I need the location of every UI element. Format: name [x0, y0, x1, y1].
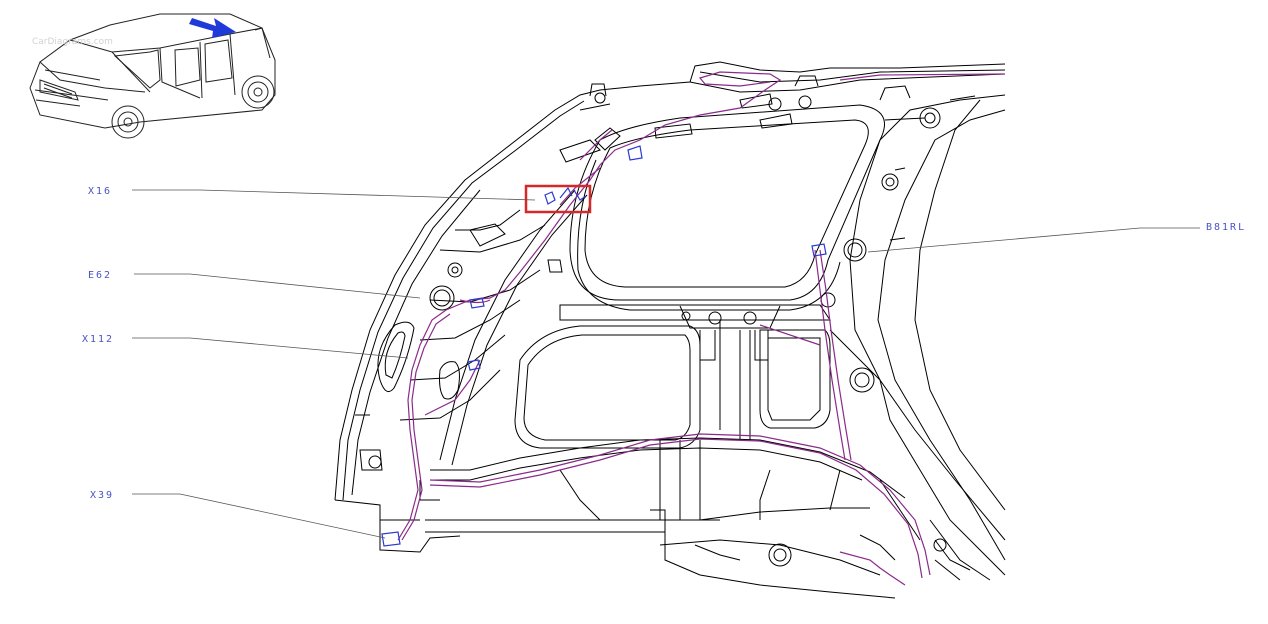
vehicle-thumbnail	[29, 13, 276, 139]
body-holes	[368, 92, 947, 567]
highlight-box	[524, 184, 592, 214]
connector-b81rl	[811, 243, 827, 257]
callout-lines	[132, 189, 1200, 539]
label-x39: X39	[90, 490, 114, 501]
label-b81rl: B81RL	[1206, 222, 1246, 233]
connector-x39	[381, 531, 401, 547]
leader-e62	[134, 273, 421, 299]
watermark: CarDiagrams.com	[32, 37, 113, 47]
connector-mid	[627, 145, 643, 161]
wiring-harness	[397, 71, 1006, 586]
connectors	[381, 145, 827, 547]
connector-e62	[469, 297, 485, 309]
connector-x112	[467, 359, 481, 371]
label-x112: X112	[82, 334, 114, 345]
body-structure	[334, 61, 1006, 599]
leader-x112	[132, 337, 409, 359]
leader-x16	[132, 189, 536, 201]
label-x16: X16	[88, 186, 112, 197]
leader-x39	[132, 493, 386, 539]
view-direction-arrow	[189, 18, 236, 38]
label-e62: E62	[88, 270, 112, 281]
leader-b81rl	[867, 227, 1200, 253]
connector-x16	[544, 186, 587, 205]
